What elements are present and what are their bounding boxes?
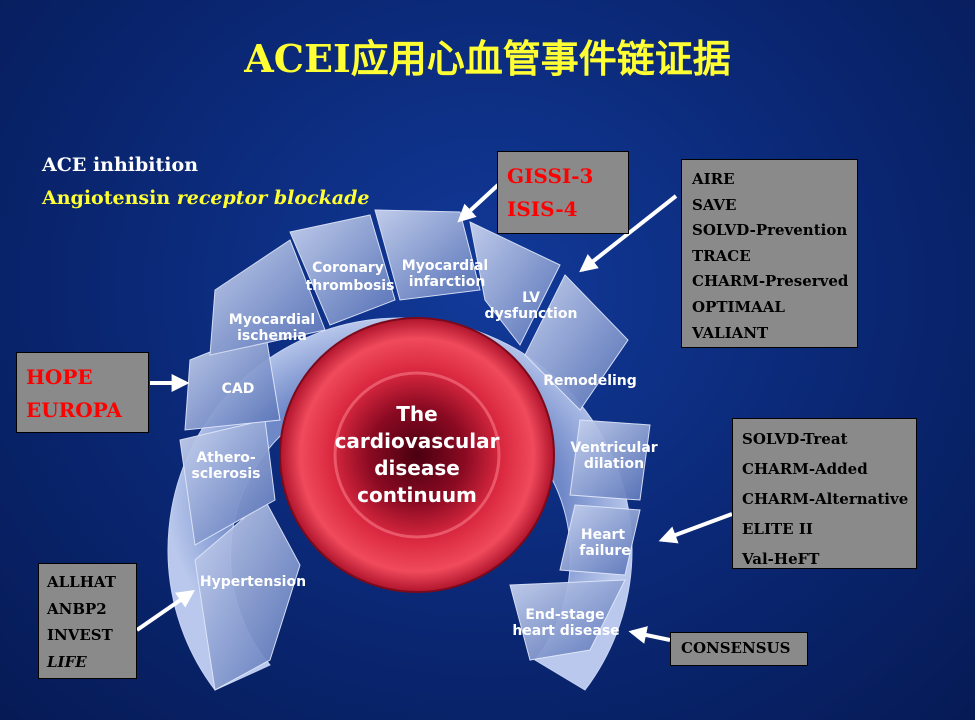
trial-gissi-3: GISSI-3 bbox=[507, 164, 594, 188]
arrow-infarction bbox=[374, 209, 481, 301]
pointer-arrows bbox=[135, 183, 733, 644]
trial-box-allhat: ALLHAT ANBP2 INVEST LIFE bbox=[38, 563, 137, 679]
arrow-thrombosis bbox=[289, 214, 396, 326]
arrow-aire bbox=[579, 194, 678, 273]
label-hf-2: failure bbox=[579, 543, 631, 559]
trial-save: SAVE bbox=[692, 195, 737, 214]
label-thrombosis-2: thrombosis bbox=[306, 278, 395, 294]
arrow-atherosclerosis bbox=[179, 419, 276, 546]
label-ischemia-1: Myocardial bbox=[229, 312, 315, 328]
trial-box-aire: AIRE SAVE SOLVD-Prevention TRACE CHARM-P… bbox=[681, 159, 858, 348]
label-athero-1: Athero- bbox=[196, 450, 256, 466]
label-lv-1: LV bbox=[522, 290, 540, 306]
trial-charm-preserved: CHARM-Preserved bbox=[692, 272, 849, 291]
label-athero-2: sclerosis bbox=[192, 466, 261, 482]
trial-box-gissi: GISSI-3 ISIS-4 bbox=[497, 151, 629, 234]
legend-ace-inhibition: ACE inhibition bbox=[42, 154, 199, 176]
label-infarction-2: infarction bbox=[409, 274, 486, 290]
trial-solvd-prevention: SOLVD-Prevention bbox=[692, 221, 848, 240]
center-line-1: The bbox=[396, 402, 437, 426]
trial-europa: EUROPA bbox=[26, 398, 122, 422]
trial-box-solvd: SOLVD-Treat CHARM-Added CHARM-Alternativ… bbox=[732, 418, 917, 569]
trial-aire: AIRE bbox=[692, 170, 735, 188]
label-dilation-1: Ventricular bbox=[570, 440, 657, 456]
arrow-hf bbox=[559, 504, 641, 576]
trial-valiant: VALIANT bbox=[692, 323, 769, 342]
center-inner-ring bbox=[333, 371, 501, 539]
center-line-4: continuum bbox=[357, 483, 477, 507]
legend-arb-italic: receptor blockade bbox=[176, 187, 370, 209]
label-ischemia-2: ischemia bbox=[237, 328, 307, 344]
arrow-remodeling bbox=[524, 274, 629, 411]
trial-invest: INVEST bbox=[47, 626, 113, 644]
center-line-3: disease bbox=[374, 456, 460, 480]
arrow-allhat bbox=[135, 589, 195, 632]
trial-box-hope: HOPE EUROPA bbox=[16, 352, 149, 433]
label-infarction-1: Myocardial bbox=[402, 258, 488, 274]
segment-arrows bbox=[179, 209, 651, 691]
label-hf-1: Heart bbox=[581, 527, 626, 543]
trial-consensus: CONSENSUS bbox=[681, 639, 791, 657]
legend-angiotensin-receptor-blockade: Angiotensin receptor blockade bbox=[42, 187, 369, 209]
trial-optimaal: OPTIMAAL bbox=[692, 297, 785, 316]
center-line-2: cardiovascular bbox=[335, 429, 500, 453]
legend-arb-normal: Angiotensin bbox=[42, 187, 177, 209]
arrow-consensus bbox=[628, 626, 671, 644]
trial-solvd-treat: SOLVD-Treat bbox=[742, 430, 848, 448]
arrow-gissi bbox=[457, 183, 500, 223]
center-disc bbox=[279, 317, 555, 593]
arrow-lv bbox=[469, 221, 561, 346]
trial-isis-4: ISIS-4 bbox=[507, 197, 578, 221]
trial-elite-ii: ELITE II bbox=[742, 520, 813, 538]
label-endstage-1: End-stage bbox=[525, 607, 604, 623]
trial-charm-added: CHARM-Added bbox=[742, 460, 868, 478]
trial-anbp2: ANBP2 bbox=[47, 599, 107, 618]
arrow-solvd bbox=[658, 512, 733, 544]
label-dilation-2: dilation bbox=[584, 456, 644, 472]
trial-charm-alternative: CHARM-Alternative bbox=[742, 490, 909, 508]
arrow-endstage bbox=[509, 579, 626, 661]
label-endstage-2: heart disease bbox=[512, 623, 619, 639]
trial-hope: HOPE bbox=[26, 365, 93, 389]
trial-life: LIFE bbox=[47, 652, 87, 671]
page-title: ACEI应用心血管事件链证据 bbox=[244, 36, 731, 81]
label-cad: CAD bbox=[222, 381, 255, 397]
segment-labels: Hypertension Athero- sclerosis CAD Myoca… bbox=[192, 258, 658, 639]
label-lv-2: dysfunction bbox=[485, 306, 578, 322]
label-thrombosis-1: Coronary bbox=[312, 260, 384, 276]
trial-box-consensus: CONSENSUS bbox=[670, 632, 808, 666]
arrow-dilation bbox=[569, 419, 651, 501]
trial-trace: TRACE bbox=[692, 246, 751, 265]
trial-val-heft: Val-HeFT bbox=[742, 550, 820, 568]
label-remodeling: Remodeling bbox=[543, 373, 637, 389]
arrow-ischemia bbox=[209, 239, 326, 356]
trial-allhat: ALLHAT bbox=[47, 573, 116, 591]
label-hypertension: Hypertension bbox=[200, 574, 306, 590]
